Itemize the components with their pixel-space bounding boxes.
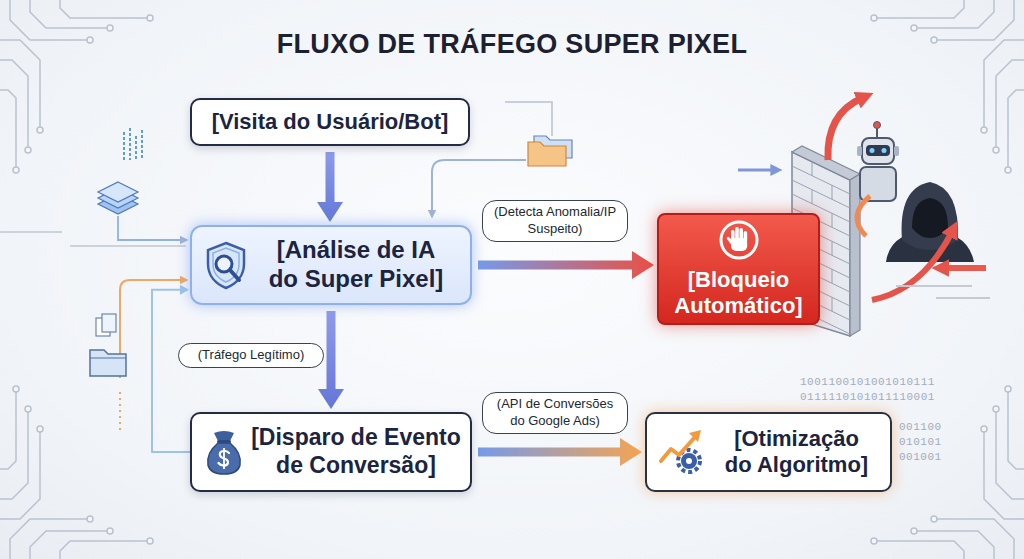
edge-label: (API de Conversões do Google Ads) — [482, 392, 628, 434]
robot-illustration-part — [866, 145, 890, 156]
binary-watermark: 1001100101001010111 — [800, 376, 935, 388]
threat-arrows-part — [944, 265, 986, 271]
left-icons-part — [119, 392, 121, 432]
binary-watermark: 0111110101011110001 — [800, 391, 935, 403]
binary-watermark: 010101 — [899, 436, 942, 448]
binary-watermark: 001100 — [899, 421, 942, 433]
connector — [478, 251, 654, 279]
node-icon-part-part — [208, 243, 244, 288]
left-icons-part — [102, 314, 116, 332]
flow-arrow — [478, 251, 654, 279]
node-icon-part-part — [689, 430, 701, 442]
node-icon-part — [202, 427, 246, 477]
robot-illustration-part — [894, 146, 899, 156]
left-icons — [0, 128, 186, 432]
left-icons-part — [124, 128, 142, 160]
process-box: [Análise de IA do Super Pixel] — [190, 225, 472, 305]
node-icon — [204, 240, 248, 290]
process-box: [Otimização do Algoritmo] — [645, 412, 892, 492]
process-box: [Visita do Usuário/Bot] — [190, 98, 470, 146]
robot-illustration-part — [860, 167, 896, 201]
binary-watermark: 001001 — [899, 451, 942, 463]
robot-illustration-part — [874, 122, 881, 129]
robot-illustration-part — [882, 148, 887, 153]
hacker-illustration-part — [912, 198, 948, 238]
feedback-line — [152, 290, 190, 452]
threat-arrows-part — [828, 98, 862, 160]
node-icon — [657, 427, 709, 477]
circuit-corner — [871, 386, 1024, 559]
flow-arrow — [317, 152, 343, 222]
process-box: [Disparo de Evento de Conversão] — [190, 412, 472, 492]
robot-illustration-part — [857, 146, 862, 156]
node-text: [Otimização do Algoritmo] — [721, 426, 873, 479]
node-icon — [202, 427, 246, 477]
process-box: [Bloqueio Automático] — [657, 213, 820, 325]
threat-arrows-part — [896, 286, 990, 298]
node-text: [Análise de IA do Super Pixel] — [264, 236, 449, 294]
connector — [152, 285, 190, 452]
node-text: [Visita do Usuário/Bot] — [195, 109, 465, 135]
node-text: [Bloqueio Automático] — [664, 267, 814, 320]
left-icons-part — [90, 350, 126, 376]
node-icon-part-part — [214, 431, 234, 441]
top-folders-part — [528, 142, 566, 166]
threat-arrows-part — [872, 232, 952, 300]
connector — [317, 152, 343, 222]
left-icons-part — [90, 357, 126, 358]
firewall-wall-part — [850, 174, 860, 336]
node-icon-part-part — [213, 248, 239, 282]
left-icons-part — [118, 216, 184, 240]
node-label: [Visita do Usuário/Bot] — [195, 109, 465, 135]
node-label: [Bloqueio Automático] — [664, 267, 814, 320]
flow-arrow — [478, 438, 642, 466]
robot-illustration — [857, 122, 899, 202]
node-icon-part-part — [223, 448, 225, 469]
robot-illustration-part — [876, 128, 878, 138]
arrow-head — [180, 285, 189, 295]
circuit-corner — [0, 0, 153, 173]
robot-illustration-part — [870, 148, 875, 153]
left-icons-part — [98, 182, 138, 202]
node-icon-part-part — [661, 437, 695, 461]
threat-arrows-part — [857, 196, 870, 236]
diagram-title: FLUXO DE TRÁFEGO SUPER PIXEL — [0, 29, 1024, 60]
node-icon-part-part — [686, 458, 692, 464]
node-icon-part — [657, 427, 709, 477]
node-icon-part — [204, 240, 248, 290]
node-icon-part-part — [230, 270, 239, 280]
node-label: [Otimização do Algoritmo] — [721, 426, 873, 479]
node-label: [Análise de IA do Super Pixel] — [264, 236, 449, 294]
left-icons-part — [0, 232, 186, 246]
connector — [478, 438, 642, 466]
node-icon-part — [718, 219, 760, 261]
node-icon-part-part — [681, 453, 697, 469]
node-icon-part-part — [208, 443, 241, 474]
top-folders-part — [505, 102, 552, 136]
node-icon-part-part — [726, 236, 732, 244]
circuit-corner — [0, 386, 153, 559]
edge-label: (Tráfego Legítimo) — [178, 343, 324, 368]
robot-illustration-part — [862, 138, 894, 164]
node-text: [Disparo de Evento de Conversão] — [245, 424, 467, 479]
node-icon-part-part — [731, 238, 747, 251]
hacker-illustration — [886, 182, 974, 262]
node-icon — [718, 219, 760, 261]
node-label: [Disparo de Evento de Conversão] — [245, 424, 467, 479]
threat-arrows-part — [738, 169, 774, 172]
edge-label: (Detecta Anomalia/IP Suspeito) — [482, 200, 628, 242]
node-icon-part-part — [721, 222, 757, 258]
